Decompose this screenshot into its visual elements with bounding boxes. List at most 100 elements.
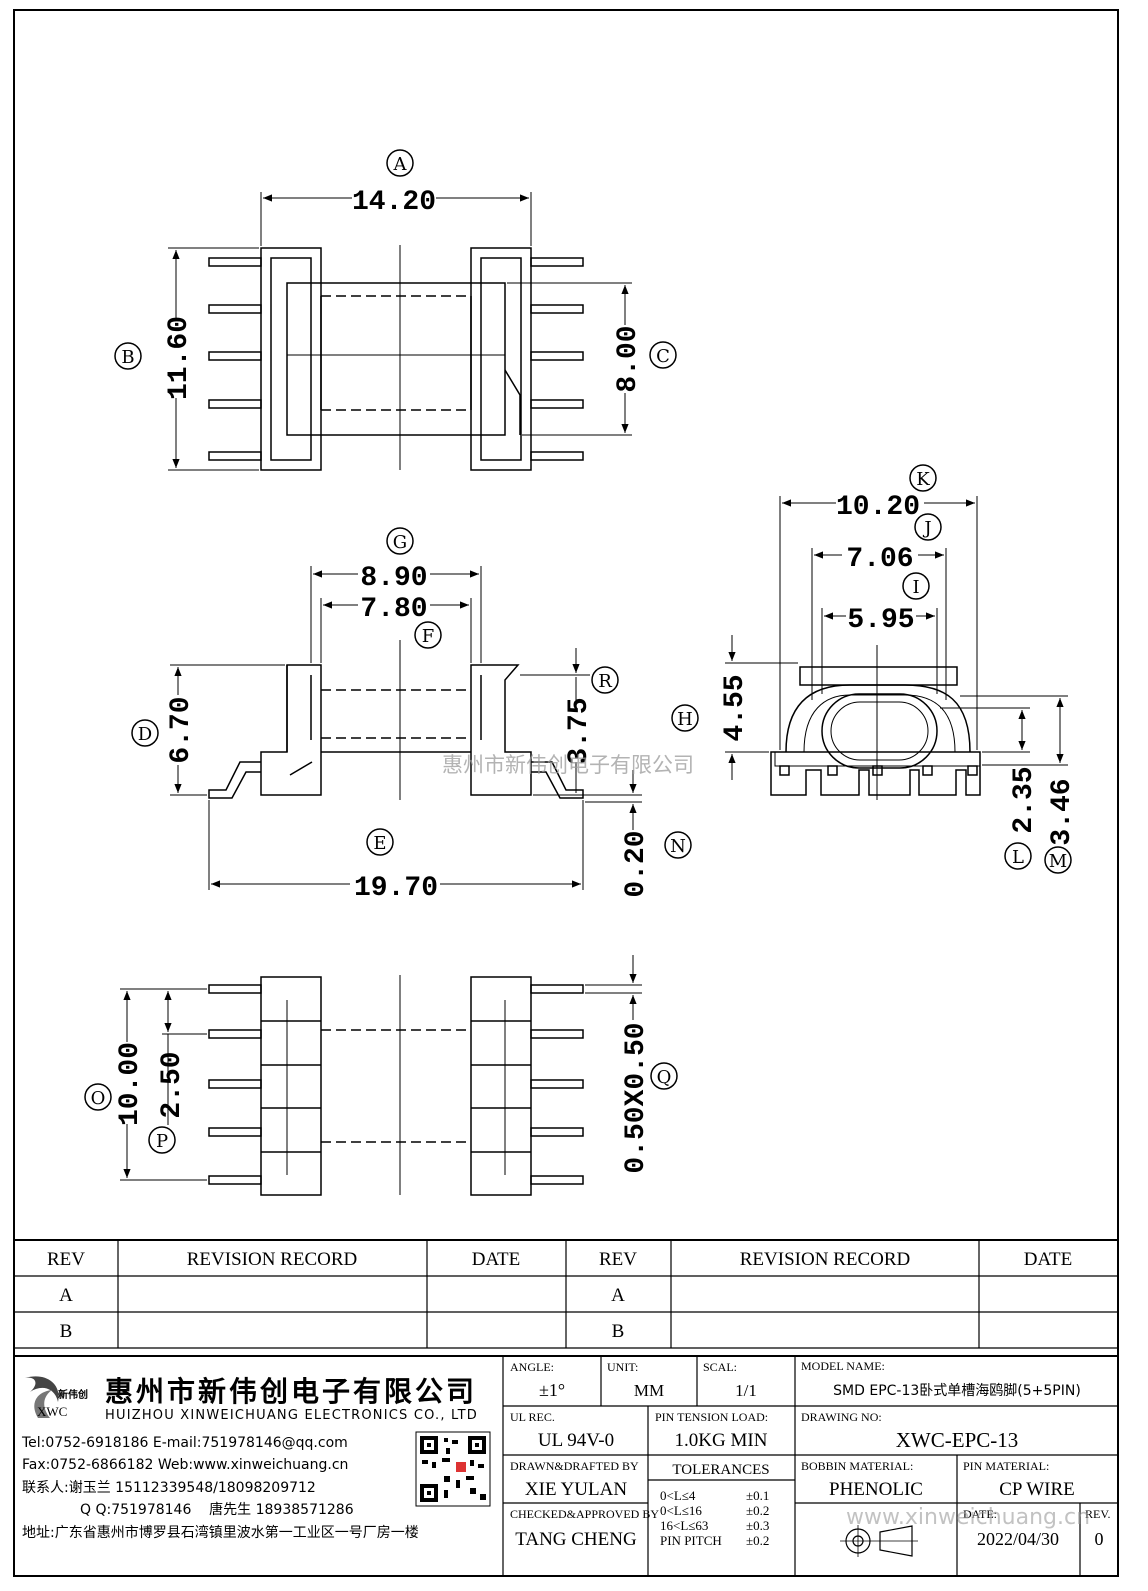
model-name-value: SMD EPC-13卧式单槽海鸥脚(5+5PIN)	[833, 1382, 1081, 1399]
svg-text:J: J	[922, 518, 931, 539]
dimension-m	[960, 695, 1068, 766]
dimension-j-value: 7.06	[846, 544, 913, 575]
dimension-l	[940, 707, 1030, 753]
label-f: F	[414, 621, 442, 649]
dimension-d-value: 6.70	[166, 696, 197, 763]
svg-text:P: P	[156, 1131, 168, 1152]
label-m: M	[1044, 846, 1072, 874]
drawn-by-value: XIE YULAN	[525, 1479, 627, 1500]
dimension-p-value: 2.50	[157, 1051, 188, 1118]
dimension-f-value: 7.80	[360, 594, 427, 625]
projection-symbol-icon	[840, 1525, 918, 1557]
pin-material-label: PIN MATERIAL:	[963, 1459, 1049, 1473]
top-view	[208, 245, 584, 471]
company-address: 地址:广东省惠州市博罗县石湾镇里波水第一工业区一号厂房一楼	[22, 1524, 419, 1541]
label-g: G	[386, 527, 414, 555]
tolerance-range-1: 0<L≤4	[660, 1488, 696, 1503]
dimension-p	[162, 991, 207, 1125]
dimension-o-value: 10.00	[115, 1042, 146, 1126]
dimension-b	[162, 247, 259, 471]
label-o: O	[84, 1083, 112, 1111]
dimension-m-value: 3.46	[1047, 778, 1078, 845]
company-logo: 新伟创 XWC	[25, 1376, 88, 1419]
tolerance-range-3: 16<L≤63	[660, 1518, 708, 1533]
dimension-e	[208, 800, 584, 898]
label-i: I	[902, 572, 930, 600]
svg-text:XWC: XWC	[37, 1404, 67, 1419]
dimension-o	[113, 988, 207, 1181]
dimension-h	[725, 635, 798, 780]
xwc-logo-icon	[25, 1376, 59, 1402]
svg-text:Q: Q	[657, 1067, 672, 1088]
label-k: K	[909, 464, 937, 492]
label-l: L	[1004, 842, 1032, 870]
title-block-grid	[502, 1356, 1118, 1576]
svg-text:B: B	[121, 347, 134, 368]
unit-label: UNIT:	[607, 1360, 638, 1374]
label-p: P	[148, 1126, 176, 1154]
svg-text:N: N	[670, 836, 686, 857]
ul-rec-value: UL 94V-0	[538, 1430, 614, 1451]
company-qq: Q Q:751978146 唐先生 18938571286	[80, 1501, 354, 1518]
drawn-by-label: DRAWN&DRAFTED BY	[510, 1459, 639, 1473]
watermark-center: 惠州市新伟创电子有限公司	[442, 753, 694, 777]
svg-text:新伟创: 新伟创	[58, 1388, 88, 1401]
rev-header-2: REV	[599, 1249, 637, 1270]
checked-by-value: TANG CHENG	[515, 1529, 637, 1550]
svg-text:C: C	[656, 346, 670, 367]
bobbin-material-label: BOBBIN MATERIAL:	[801, 1459, 913, 1473]
svg-text:I: I	[912, 577, 919, 598]
tolerance-range-4: PIN PITCH	[660, 1533, 722, 1548]
dimension-q	[585, 955, 642, 1020]
pin-material-value: CP WIRE	[999, 1479, 1074, 1500]
label-d: D	[131, 719, 159, 747]
drawing-no-value: XWC-EPC-13	[896, 1428, 1019, 1452]
rev-value: 0	[1095, 1529, 1104, 1549]
scale-value: 1/1	[735, 1381, 757, 1400]
company-tel: Tel:0752-6918186 E-mail:751978146@qq.com	[21, 1435, 348, 1451]
svg-text:G: G	[393, 532, 407, 553]
svg-text:R: R	[598, 671, 612, 692]
label-h: H	[671, 704, 699, 732]
dimension-a-value: 14.20	[352, 187, 436, 218]
svg-text:O: O	[91, 1088, 106, 1109]
label-j: J	[914, 513, 942, 541]
dimension-n	[585, 770, 642, 830]
rev-label: REV.	[1085, 1507, 1110, 1521]
revision-record-header-2: REVISION RECORD	[740, 1249, 910, 1270]
checked-by-label: CHECKED&APPROVED BY	[510, 1507, 659, 1521]
dimension-c-value: 8.00	[613, 325, 644, 392]
tolerances-label: TOLERANCES	[672, 1462, 769, 1478]
dimension-n-value: 0.20	[621, 830, 652, 897]
company-name-cn: 惠州市新伟创电子有限公司	[105, 1375, 477, 1408]
tolerance-range-2: 0<L≤16	[660, 1503, 702, 1518]
svg-text:H: H	[677, 709, 693, 730]
svg-text:K: K	[916, 469, 930, 490]
tolerance-value-4: ±0.2	[746, 1533, 769, 1548]
dimension-e-value: 19.70	[354, 873, 438, 904]
ul-rec-label: UL REC.	[510, 1410, 555, 1424]
company-name-en: HUIZHOU XINWEICHUANG ELECTRONICS CO., LT…	[105, 1408, 478, 1423]
label-r: R	[591, 666, 619, 694]
scale-label: SCAL:	[703, 1360, 737, 1374]
label-b: B	[114, 342, 142, 370]
rev-row-a-1: A	[59, 1285, 73, 1306]
revision-record-header-1: REVISION RECORD	[187, 1249, 357, 1270]
watermark-url: www.xinweichuang.cn	[846, 1505, 1090, 1530]
label-e: E	[366, 828, 394, 856]
label-q: Q	[650, 1062, 678, 1090]
pin-tension-value: 1.0KG MIN	[675, 1430, 768, 1451]
date-header-2: DATE	[1024, 1249, 1073, 1270]
rev-header-1: REV	[47, 1249, 85, 1270]
date-label: DATE:	[963, 1507, 997, 1521]
dimension-b-value: 11.60	[164, 316, 195, 400]
dimension-l-value: 2.35	[1009, 766, 1040, 833]
unit-value: MM	[634, 1381, 664, 1400]
rev-row-b-1: B	[60, 1321, 73, 1342]
dimension-r	[520, 648, 642, 796]
svg-text:F: F	[422, 626, 435, 647]
svg-text:L: L	[1012, 847, 1024, 868]
angle-value: ±1°	[539, 1380, 565, 1400]
dimension-r-value: 3.75	[564, 697, 595, 764]
